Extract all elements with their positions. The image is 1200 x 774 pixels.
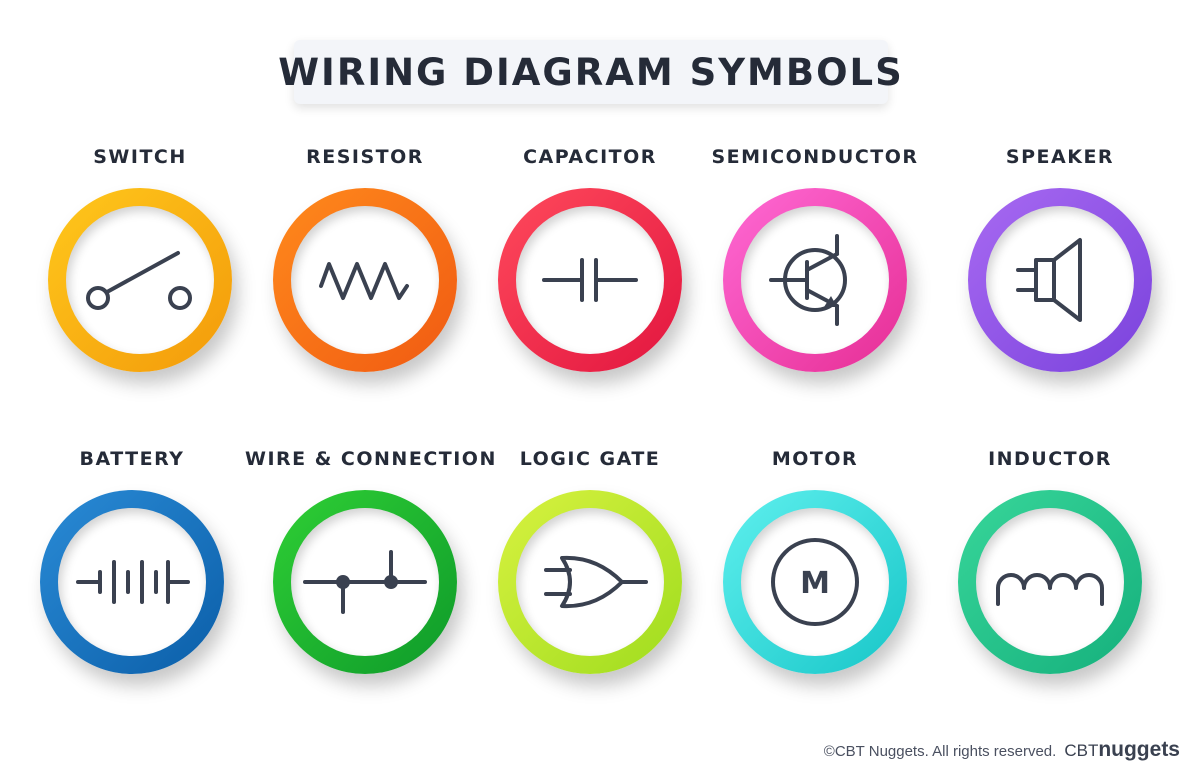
symbol-semiconductor: SEMICONDUCTOR bbox=[695, 146, 935, 426]
symbol-logic-gate: LOGIC GATE bbox=[470, 448, 710, 728]
symbol-label: INDUCTOR bbox=[988, 448, 1112, 470]
symbol-label: WIRE & CONNECTION bbox=[245, 448, 497, 470]
speaker-icon bbox=[1016, 238, 1082, 322]
battery-icon bbox=[76, 560, 190, 604]
switch-icon bbox=[86, 251, 192, 310]
symbol-motor: MOTOR M bbox=[695, 448, 935, 728]
title-banner: WIRING DIAGRAM SYMBOLS bbox=[278, 40, 902, 104]
symbol-label: LOGIC GATE bbox=[519, 448, 661, 470]
symbol-wire-connection: WIRE & CONNECTION bbox=[245, 448, 497, 728]
symbol-ring bbox=[40, 490, 224, 674]
symbol-label: SPEAKER bbox=[1005, 146, 1115, 168]
symbol-capacitor: CAPACITOR bbox=[470, 146, 710, 426]
symbol-ring: M bbox=[723, 490, 907, 674]
or-gate-icon bbox=[544, 555, 648, 609]
copyright-text: ©CBT Nuggets. All rights reserved. bbox=[823, 743, 1057, 760]
symbol-label: RESISTOR bbox=[306, 146, 424, 168]
symbol-label: SEMICONDUCTOR bbox=[711, 146, 919, 168]
symbol-ring bbox=[968, 188, 1152, 372]
symbol-speaker: SPEAKER bbox=[940, 146, 1180, 426]
symbol-ring bbox=[273, 188, 457, 372]
copyright-footer: ©CBT Nuggets. All rights reserved. CBT n… bbox=[824, 738, 1180, 762]
motor-icon: M bbox=[771, 538, 859, 626]
symbol-ring bbox=[958, 490, 1142, 674]
motor-letter: M bbox=[800, 566, 830, 601]
symbol-label: BATTERY bbox=[79, 448, 185, 470]
brand-prefix: CBT bbox=[1064, 741, 1099, 760]
symbol-resistor: RESISTOR bbox=[245, 146, 485, 426]
symbol-ring bbox=[723, 188, 907, 372]
capacitor-icon bbox=[542, 258, 638, 302]
symbol-ring bbox=[273, 490, 457, 674]
symbol-ring bbox=[48, 188, 232, 372]
symbol-label: CAPACITOR bbox=[523, 146, 657, 168]
symbol-ring bbox=[498, 188, 682, 372]
transistor-icon bbox=[769, 234, 847, 326]
wire-junction-icon bbox=[303, 550, 427, 614]
symbol-ring bbox=[498, 490, 682, 674]
brand-logo: nuggets bbox=[1098, 738, 1180, 761]
symbol-inductor: INDUCTOR bbox=[930, 448, 1170, 728]
symbol-label: MOTOR bbox=[771, 448, 859, 470]
symbol-battery: BATTERY bbox=[12, 448, 252, 728]
inductor-icon bbox=[996, 573, 1104, 606]
page-title: WIRING DIAGRAM SYMBOLS bbox=[278, 50, 904, 94]
symbol-label: SWITCH bbox=[93, 146, 187, 168]
symbol-switch: SWITCH bbox=[20, 146, 260, 426]
resistor-icon bbox=[319, 262, 409, 300]
